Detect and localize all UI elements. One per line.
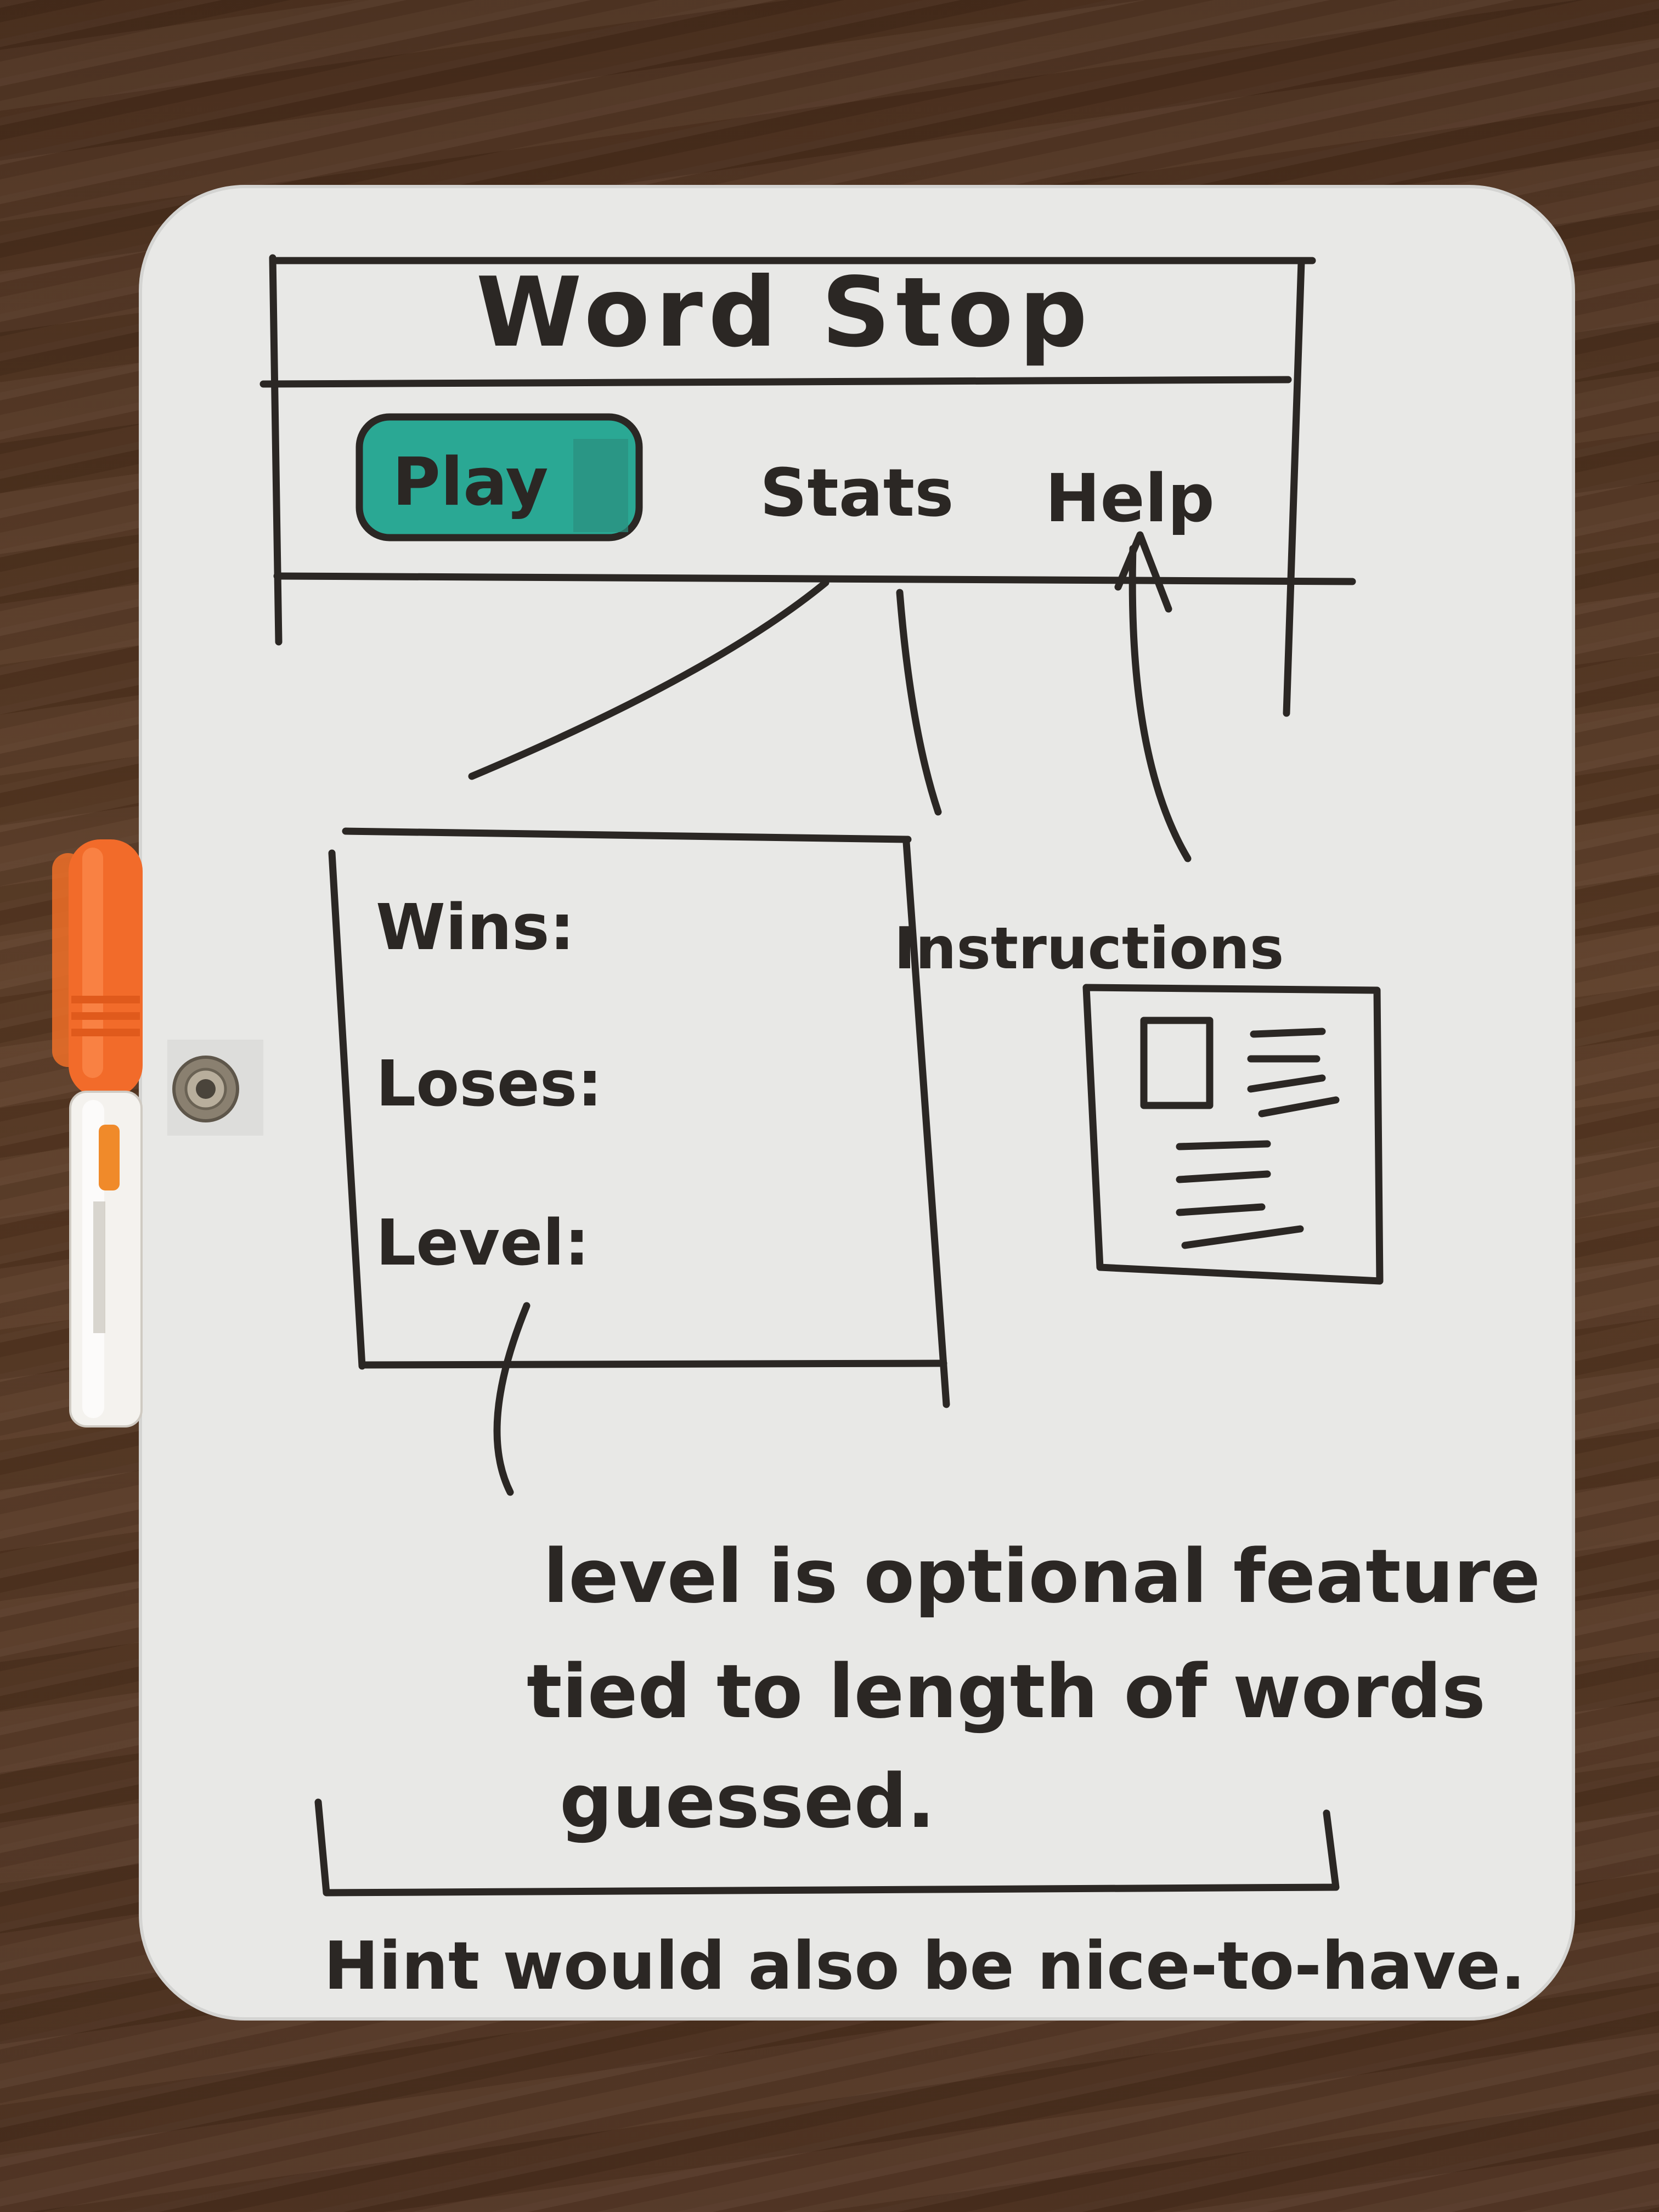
stats-level: Level: (376, 1206, 590, 1280)
play-label: Play (392, 444, 549, 521)
stats-connectors (468, 579, 942, 816)
stats-wins: Wins: (376, 891, 575, 964)
document-icon (1082, 984, 1384, 1285)
svg-text:tied to length of words: tied to length of words (527, 1649, 1486, 1735)
nav-stats[interactable]: Stats (760, 455, 954, 532)
marker-icon (52, 839, 143, 1427)
svg-text:level is optional feature: level is optional feature (543, 1533, 1541, 1620)
note-bracket (314, 1798, 1340, 1897)
nav-help[interactable]: Help (1045, 461, 1215, 537)
hint-note: Hint would also be nice-to-have. (324, 1928, 1526, 2005)
app-title: Word Stop (476, 257, 1093, 369)
stats-panel (328, 827, 950, 1408)
play-button[interactable]: Play (356, 413, 643, 541)
app-frame (259, 254, 1356, 717)
stats-loses: Loses: (376, 1047, 602, 1121)
help-arrow (1114, 531, 1192, 862)
level-note: level is optional feature tied to length… (527, 1533, 1541, 1844)
grommet-icon (167, 1040, 263, 1136)
level-connector (493, 1302, 531, 1496)
instructions-label: Instructions (894, 915, 1284, 982)
svg-text:guessed.: guessed. (560, 1758, 935, 1844)
